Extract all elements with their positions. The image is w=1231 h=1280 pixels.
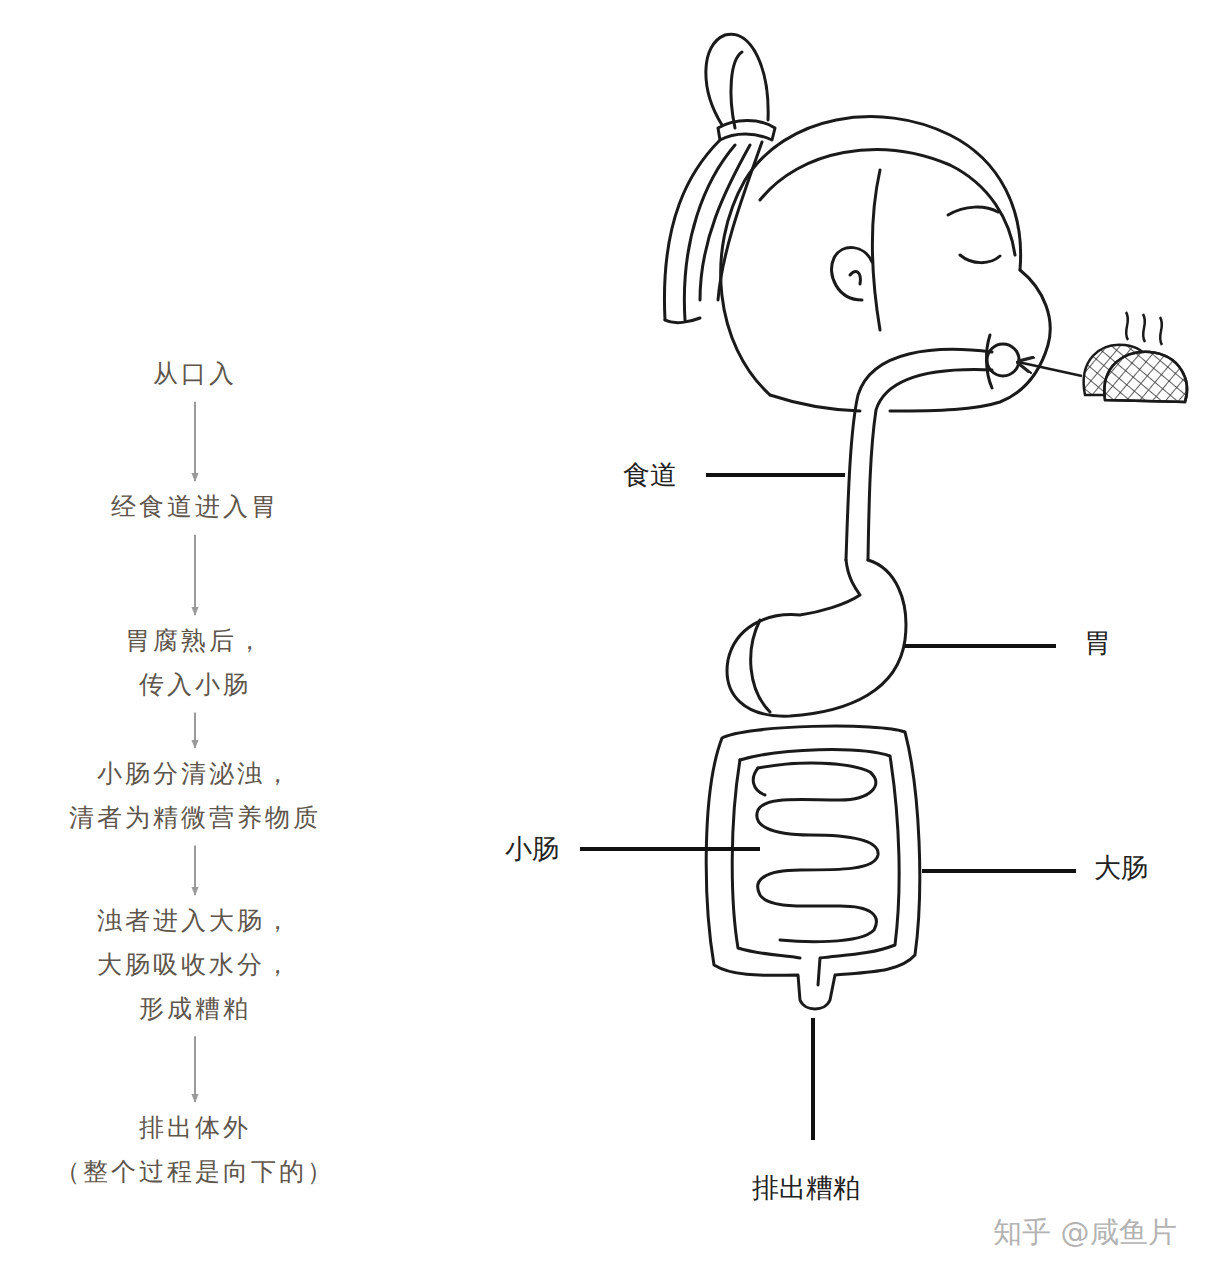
flow-arrow (194, 1036, 196, 1102)
flow-step: 小肠分清泌浊， 清者为精微营养物质 (69, 752, 321, 840)
step-text: 排出体外 (55, 1106, 335, 1150)
step-text: 从口入 (153, 352, 237, 396)
flow-step: 浊者进入大肠， 大肠吸收水分， 形成糟粕 (97, 899, 293, 1030)
part-label: 食道 (623, 457, 677, 493)
part-label: 小肠 (505, 831, 559, 867)
part-label: 大肠 (1094, 850, 1148, 886)
flow-arrow (194, 846, 196, 896)
leader-lines (580, 475, 1076, 1140)
step-text: 胃腐熟后，传入小肠 (125, 619, 265, 707)
food-buns (1018, 312, 1187, 402)
part-label: 胃 (1084, 625, 1111, 661)
watermark: 知乎 @咸鱼片 (993, 1213, 1176, 1253)
flow-arrow (194, 535, 196, 615)
flow-step: 经食道进入胃 (111, 485, 279, 529)
flow-step: 排出体外（整个过程是向下的） (55, 1106, 335, 1194)
step-text: 浊者进入大肠， 大肠吸收水分， 形成糟粕 (97, 899, 293, 1030)
flow-step: 从口入 (153, 352, 237, 396)
flow-arrow (194, 713, 196, 749)
step-text: （整个过程是向下的） (55, 1150, 335, 1194)
flow-step: 胃腐熟后，传入小肠 (125, 619, 265, 707)
step-text: 经食道进入胃 (111, 485, 279, 529)
step-text: 小肠分清泌浊， 清者为精微营养物质 (69, 752, 321, 840)
part-label: 排出糟粕 (752, 1170, 860, 1206)
flow-arrow (194, 402, 196, 481)
person-figure (664, 34, 1050, 1009)
